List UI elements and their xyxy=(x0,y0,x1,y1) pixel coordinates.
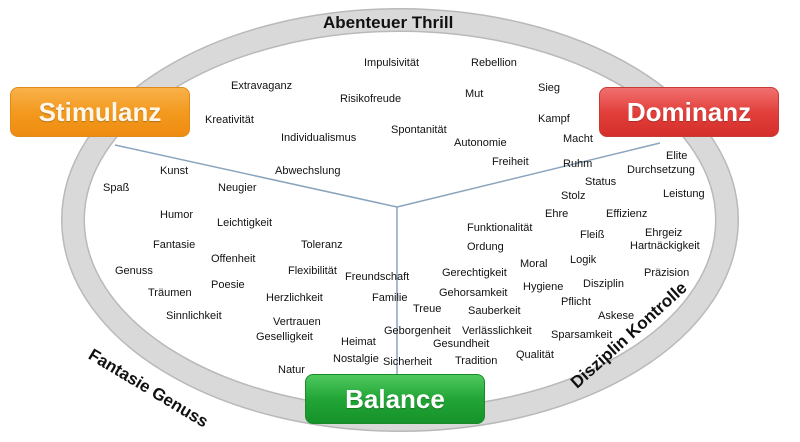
word: Stolz xyxy=(561,190,586,202)
word: Durchsetzung xyxy=(627,164,695,176)
word: Fleiß xyxy=(580,229,605,241)
word: Gehorsamkeit xyxy=(439,287,508,299)
word: Logik xyxy=(570,254,597,266)
word: Ruhm xyxy=(563,158,593,170)
word: Gerechtigkeit xyxy=(442,267,507,279)
balance-box: Balance xyxy=(305,374,485,424)
word: Leichtigkeit xyxy=(217,217,273,229)
word: Treue xyxy=(413,303,442,315)
word: Flexibilität xyxy=(288,265,337,277)
word: Effizienz xyxy=(606,208,648,220)
word: Freiheit xyxy=(492,156,529,168)
word: Fantasie xyxy=(153,239,196,251)
word: Kunst xyxy=(160,165,189,177)
word: Sauberkeit xyxy=(468,305,521,317)
word: Extravaganz xyxy=(231,80,293,92)
word: Rebellion xyxy=(471,57,517,69)
divider-left xyxy=(114,144,398,208)
word: Gesundheit xyxy=(433,338,490,350)
word: Toleranz xyxy=(301,239,343,251)
word: Macht xyxy=(563,133,593,145)
word: Ehrgeiz xyxy=(645,227,683,239)
word: Geborgenheit xyxy=(384,325,451,337)
word: Sparsamkeit xyxy=(551,329,613,341)
word: Nostalgie xyxy=(333,353,379,365)
word: Individualismus xyxy=(281,132,357,144)
word: Autonomie xyxy=(454,137,507,149)
word: Offenheit xyxy=(211,253,256,265)
word: Moral xyxy=(520,258,548,270)
word: Sieg xyxy=(538,82,561,94)
word: Ehre xyxy=(545,208,569,220)
word: Askese xyxy=(598,310,635,322)
word: Genuss xyxy=(115,265,153,277)
word: Sinnlichkeit xyxy=(166,310,222,322)
word: Mut xyxy=(465,88,484,100)
word: Disziplin xyxy=(583,278,624,290)
word: Humor xyxy=(160,209,194,221)
word: Spaß xyxy=(103,182,130,194)
word: Träumen xyxy=(148,287,192,299)
word: Familie xyxy=(372,292,408,304)
word: Freundschaft xyxy=(345,271,410,283)
word: Pflicht xyxy=(561,296,591,308)
ring-label-top: Abenteuer Thrill xyxy=(323,13,454,32)
word: Tradition xyxy=(455,355,498,367)
stimulanz-box: Stimulanz xyxy=(10,87,190,137)
word: Herzlichkeit xyxy=(266,292,323,304)
dominanz-box: Dominanz xyxy=(599,87,779,137)
word: Präzision xyxy=(644,267,690,279)
word: Kampf xyxy=(538,113,570,125)
word: Abwechslung xyxy=(275,165,341,177)
divider-right xyxy=(396,142,661,208)
word: Risikofreude xyxy=(340,93,402,105)
word: Geselligkeit xyxy=(256,331,313,343)
word: Hygiene xyxy=(523,281,564,293)
word: Kreativität xyxy=(205,114,254,126)
word: Verlässlichkeit xyxy=(462,325,532,337)
word: Vertrauen xyxy=(273,316,321,328)
word: Funktionalität xyxy=(467,222,533,234)
word: Leistung xyxy=(663,188,705,200)
word: Hartnäckigkeit xyxy=(630,240,700,252)
word: Ordung xyxy=(467,241,504,253)
word: Qualität xyxy=(516,349,554,361)
word: Heimat xyxy=(341,336,376,348)
word: Neugier xyxy=(218,182,257,194)
word: Poesie xyxy=(211,279,245,291)
word: Spontanität xyxy=(391,124,447,136)
word: Impulsivität xyxy=(364,57,420,69)
word: Elite xyxy=(666,150,688,162)
word: Status xyxy=(585,176,617,188)
word: Natur xyxy=(278,364,305,376)
word: Sicherheit xyxy=(383,356,432,368)
